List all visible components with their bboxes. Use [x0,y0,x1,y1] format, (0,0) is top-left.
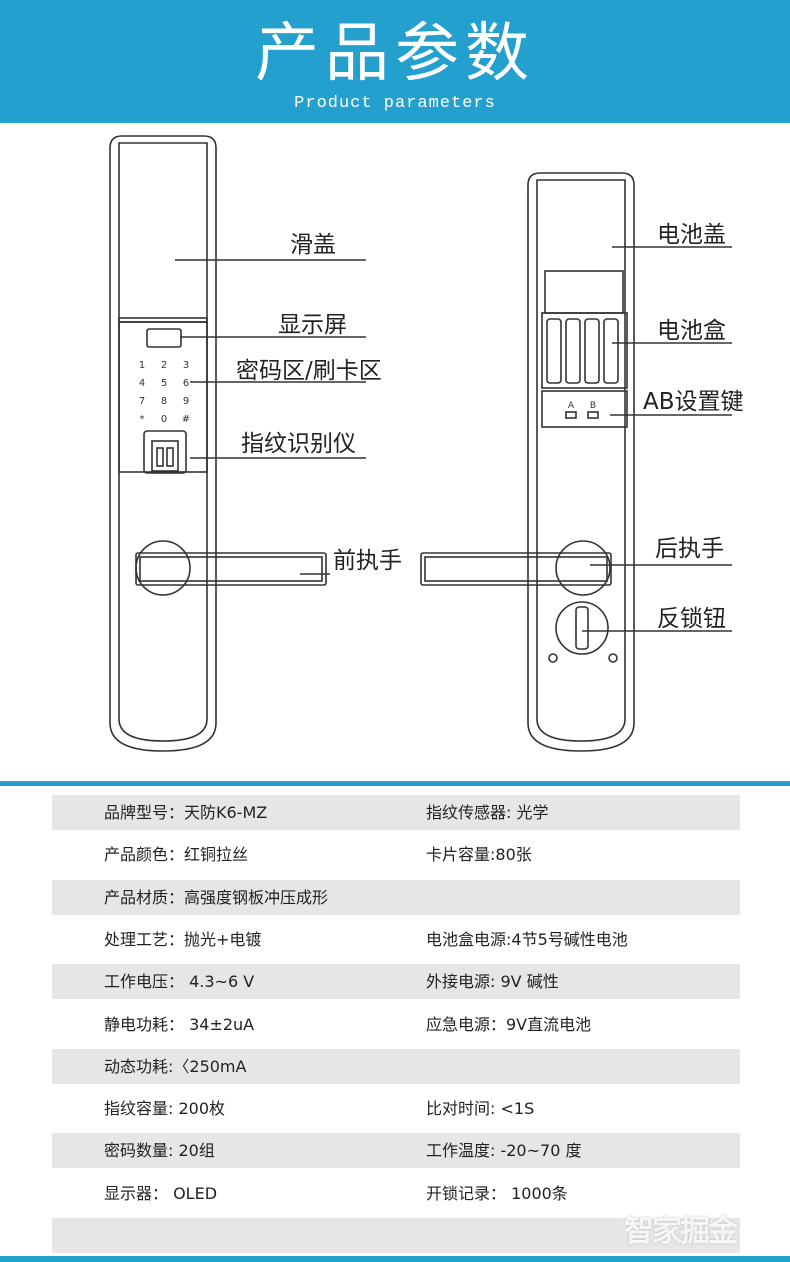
keypad-key: 7 [139,396,145,407]
keypad-key: 8 [161,396,167,407]
label-battery-cover: 电池盖 [657,222,726,248]
page-subtitle: Product parameters [294,94,496,113]
back-lock-body-inner [536,179,626,742]
rear-handle-rose [555,540,611,596]
keypad-key: # [182,414,190,425]
spec-right: 电池盒电源:4节5号碱性电池 [426,929,628,949]
rear-handle-lever-inner [424,556,608,582]
keypad-key: * [140,414,145,425]
label-keypad: 密码区/刷卡区 [236,358,382,384]
spec-right: 开锁记录： 1000条 [426,1183,568,1203]
label-anti-lock-knob: 反锁钮 [657,606,726,632]
battery-1 [546,318,562,384]
page-header: 产品参数 Product parameters [0,0,790,123]
label-battery-box: 电池盒 [657,318,726,344]
keypad-key: 2 [161,360,167,371]
spec-right: 外接电源: 9V 碱性 [426,972,559,992]
spec-row: 显示器： OLED 开锁记录： 1000条 [52,1176,740,1211]
back-lock-body-outer [527,172,635,752]
keypad-key: 3 [183,360,189,371]
spec-row: 产品材质：高强度钢板冲压成形 [52,879,740,915]
label-rear-handle: 后执手 [655,536,724,562]
keypad-key: 6 [183,378,189,389]
front-handle-lever-inner [139,556,323,582]
front-handle-rose [135,540,191,596]
label-fingerprint: 指纹识别仪 [241,431,356,457]
spec-row: 处理工艺：抛光+电镀 电池盒电源:4节5号碱性电池 [52,922,740,957]
battery-3 [584,318,600,384]
ab-key-label: B [590,401,596,411]
label-display: 显示屏 [278,312,347,338]
fingerprint-sensor-inner [151,440,179,472]
front-lock-body-inner [118,142,208,742]
anti-lock-knob-bar [575,606,589,650]
spec-left: 静电功耗： 34±2uA [104,1014,255,1034]
spec-right: 应急电源：9V直流电池 [426,1014,592,1034]
battery-cover-window [544,270,624,314]
keypad-key: 0 [161,414,167,425]
label-front-handle: 前执手 [333,548,402,574]
spec-row: 产品颜色：红铜拉丝 卡片容量:80张 [52,837,740,872]
spec-row: 密码数量: 20组 工作温度: -20~70 度 [52,1133,740,1169]
spec-left: 动态功耗:〈250mA [104,1056,247,1076]
spec-row: 静电功耗： 34±2uA 应急电源：9V直流电池 [52,1007,740,1042]
ab-key-panel [541,390,628,428]
spec-left: 产品材质：高强度钢板冲压成形 [104,887,329,907]
label-ab-key: AB设置键 [643,389,744,415]
keypad-key: 5 [161,378,167,389]
spec-row: 品牌型号：天防K6-MZ 指纹传感器: 光学 [52,795,740,830]
battery-2 [565,318,581,384]
label-slide-cover: 滑盖 [290,232,336,258]
spec-row: 指纹容量: 200枚 比对时间: <1S [52,1091,740,1126]
front-lock-body-outer [109,135,217,752]
battery-box [541,312,628,389]
screw-right [608,653,618,663]
bottom-bar [0,1256,790,1262]
spec-left: 指纹容量: 200枚 [104,1099,226,1119]
front-handle-lever [135,552,327,586]
spec-left: 处理工艺：抛光+电镀 [104,929,262,949]
watermark-logo: 智家掘金 [624,1214,738,1249]
rear-handle-lever [420,552,612,586]
spec-row: 工作电压： 4.3~6 V 外接电源: 9V 碱性 [52,964,740,1000]
spec-right: 指纹传感器: 光学 [426,803,549,822]
spec-left: 品牌型号：天防K6-MZ [104,803,268,822]
spec-left: 产品颜色：红铜拉丝 [104,845,249,865]
battery-4 [603,318,619,384]
fingerprint-slot-right [166,447,174,467]
spec-row: 动态功耗:〈250mA [52,1048,740,1084]
keypad-key: 4 [139,378,145,389]
front-display [146,328,182,348]
page-title: 产品参数 [255,17,535,91]
divider-line [0,781,790,786]
keypad-keys: 1 2 3 4 5 6 7 8 9 * 0 # [139,360,190,425]
spec-right: 工作温度: -20~70 度 [426,1141,582,1161]
spec-left: 显示器： OLED [104,1183,218,1203]
screw-left [548,653,558,663]
anti-lock-knob [555,601,609,655]
spec-right: 卡片容量:80张 [426,845,532,865]
fingerprint-slot-left [156,447,164,467]
spec-right: 比对时间: <1S [426,1099,535,1119]
spec-row [52,1218,740,1253]
ab-key-b [587,411,599,419]
keypad-key: 9 [183,396,189,407]
front-panel [118,321,208,473]
keypad-key: 1 [139,360,145,371]
spec-left: 工作电压： 4.3~6 V [104,972,255,992]
fingerprint-sensor-outer [143,430,187,474]
spec-left: 密码数量: 20组 [104,1141,215,1161]
ab-key-label: A [568,401,575,411]
ab-key-a [565,411,577,419]
